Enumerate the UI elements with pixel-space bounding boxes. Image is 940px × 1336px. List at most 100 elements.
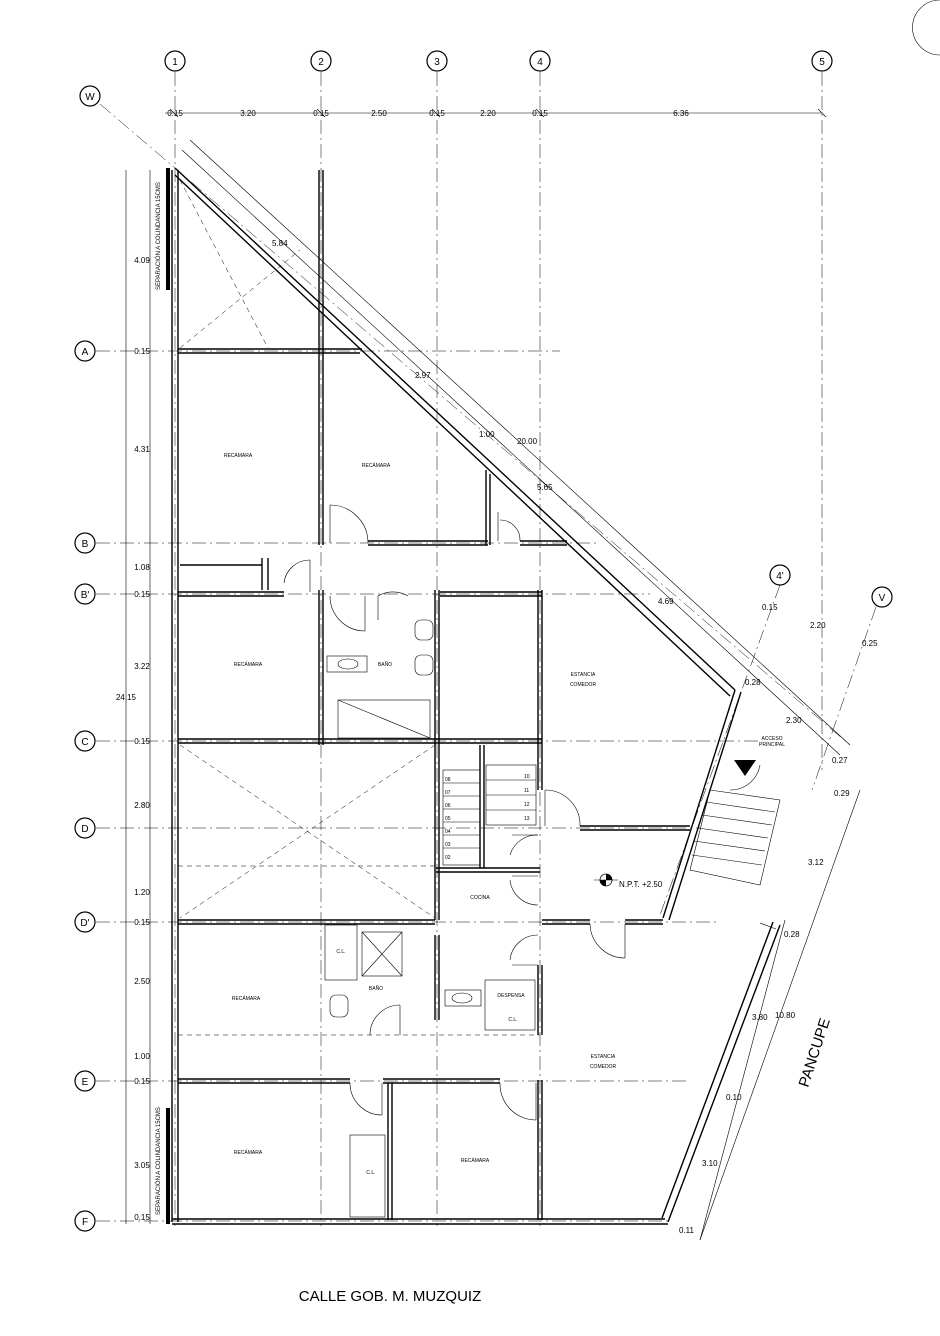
svg-text:07: 07 — [445, 790, 451, 796]
svg-text:0.15: 0.15 — [134, 590, 150, 599]
svg-text:3.80: 3.80 — [752, 1013, 768, 1022]
svg-text:V: V — [879, 593, 886, 604]
svg-text:4.31: 4.31 — [134, 445, 150, 454]
axis-bubble-4: 4 — [529, 50, 551, 72]
svg-text:03: 03 — [445, 842, 451, 848]
axis-bubble-2: 2 — [310, 50, 332, 72]
level-marker: N.P.T. +2.50 — [594, 873, 663, 889]
svg-text:2.50: 2.50 — [371, 109, 387, 118]
svg-text:F: F — [82, 1217, 88, 1228]
svg-text:5.84: 5.84 — [272, 239, 288, 248]
street-side-label: PANCUPE — [796, 1016, 834, 1089]
axis-bubble-C: C — [74, 730, 96, 752]
left-dimension-chain: 4.09 0.15 4.31 1.08 0.15 3.22 0.15 2.80 … — [116, 170, 150, 1224]
entry-arrow-icon — [734, 760, 756, 776]
axis-bubble-E: E — [74, 1070, 96, 1092]
svg-text:2.30: 2.30 — [786, 716, 802, 725]
svg-text:4.09: 4.09 — [134, 256, 150, 265]
svg-text:RECÁMARA: RECÁMARA — [232, 995, 261, 1002]
axis-bubble-1: 1 — [164, 50, 186, 72]
svg-text:0.28: 0.28 — [745, 678, 761, 687]
axis-bubble-B: B — [74, 532, 96, 554]
svg-text:A: A — [82, 347, 89, 358]
svg-text:10: 10 — [524, 774, 530, 780]
svg-text:06: 06 — [445, 803, 451, 809]
svg-text:2.97: 2.97 — [415, 371, 431, 380]
svg-text:0.10: 0.10 — [726, 1093, 742, 1102]
svg-text:D: D — [81, 824, 88, 835]
svg-text:0.15: 0.15 — [429, 109, 445, 118]
svg-text:W: W — [85, 92, 95, 103]
axis-bubble-Dp: D' — [74, 911, 96, 933]
diagonal-axis-lines — [99, 103, 877, 916]
svg-text:05: 05 — [445, 816, 451, 822]
dashed-crosses — [178, 179, 540, 1036]
svg-text:0.29: 0.29 — [834, 789, 850, 798]
svg-text:COMEDOR: COMEDOR — [590, 1064, 617, 1070]
svg-text:RECÁMARA: RECÁMARA — [224, 452, 253, 459]
north-indicator-partial — [912, 0, 940, 56]
axis-bubble-4p: 4' — [769, 564, 791, 586]
svg-text:3.10: 3.10 — [702, 1159, 718, 1168]
axis-bubble-D: D — [74, 817, 96, 839]
top-dimension-chain: 0.15 3.20 0.15 2.50 0.15 2.20 0.15 6.36 — [165, 108, 827, 118]
svg-text:0.15: 0.15 — [134, 918, 150, 927]
svg-text:RECÁMARA: RECÁMARA — [234, 1149, 263, 1156]
axis-bubble-A: A — [74, 340, 96, 362]
svg-text:0.15: 0.15 — [134, 347, 150, 356]
svg-text:C.L.: C.L. — [366, 1170, 375, 1176]
svg-text:3.20: 3.20 — [240, 109, 256, 118]
svg-text:B': B' — [81, 590, 90, 601]
svg-text:4.69: 4.69 — [658, 597, 674, 606]
svg-text:4: 4 — [537, 57, 543, 68]
svg-text:2.80: 2.80 — [134, 801, 150, 810]
svg-text:13: 13 — [524, 816, 530, 822]
svg-text:0.15: 0.15 — [167, 109, 183, 118]
svg-text:3.22: 3.22 — [134, 662, 150, 671]
svg-text:0.15: 0.15 — [762, 603, 778, 612]
svg-text:1.20: 1.20 — [134, 888, 150, 897]
doors — [283, 504, 761, 1121]
fixtures — [324, 619, 536, 1218]
svg-text:0.15: 0.15 — [532, 109, 548, 118]
svg-text:5: 5 — [819, 57, 825, 68]
svg-text:1: 1 — [172, 57, 178, 68]
svg-text:N.P.T. +2.50: N.P.T. +2.50 — [619, 880, 663, 889]
svg-text:0.28: 0.28 — [784, 930, 800, 939]
street-bottom-label: CALLE GOB. M. MUZQUIZ — [299, 1288, 482, 1305]
svg-text:RECÁMARA: RECÁMARA — [234, 661, 263, 668]
axis-bubble-V: V — [871, 586, 893, 608]
room-labels: RECÁMARA RECÁMARA RECÁMARA BAÑO ESTANCIA… — [224, 452, 785, 1176]
svg-text:0.15: 0.15 — [134, 1077, 150, 1086]
svg-text:COCINA: COCINA — [470, 895, 490, 901]
svg-text:COMEDOR: COMEDOR — [570, 682, 597, 688]
svg-text:ACCESO: ACCESO — [761, 736, 782, 742]
svg-text:RECÁMARA: RECÁMARA — [461, 1157, 490, 1164]
svg-text:C.L.: C.L. — [336, 949, 345, 955]
svg-text:DESPENSA: DESPENSA — [497, 993, 525, 999]
svg-text:04: 04 — [445, 829, 451, 835]
svg-text:C: C — [81, 737, 88, 748]
walls — [171, 139, 851, 1225]
svg-text:02: 02 — [445, 855, 451, 861]
svg-text:D': D' — [80, 918, 89, 929]
svg-text:3.05: 3.05 — [134, 1161, 150, 1170]
svg-text:3: 3 — [434, 57, 440, 68]
separacion-labels: SEPARACIÓN A COLINDANCIA 15CMS SEPARACIÓ… — [155, 168, 170, 1224]
svg-text:PRINCIPAL: PRINCIPAL — [759, 742, 785, 748]
svg-text:08: 08 — [445, 777, 451, 783]
svg-text:2.50: 2.50 — [134, 977, 150, 986]
svg-text:4': 4' — [776, 571, 784, 582]
svg-text:1.00: 1.00 — [479, 430, 495, 439]
svg-text:ESTANCIA: ESTANCIA — [571, 672, 596, 678]
axis-bubble-5: 5 — [811, 50, 833, 72]
svg-text:24.15: 24.15 — [116, 693, 137, 702]
axis-bubbles-vertical: 1 2 3 4 5 — [164, 50, 833, 72]
horizontal-axis-lines — [96, 350, 760, 1222]
svg-text:RECÁMARA: RECÁMARA — [362, 462, 391, 469]
svg-text:BAÑO: BAÑO — [378, 661, 392, 668]
axis-bubble-W: W — [79, 85, 101, 107]
svg-text:12: 12 — [524, 802, 530, 808]
svg-text:10.80: 10.80 — [775, 1011, 796, 1020]
